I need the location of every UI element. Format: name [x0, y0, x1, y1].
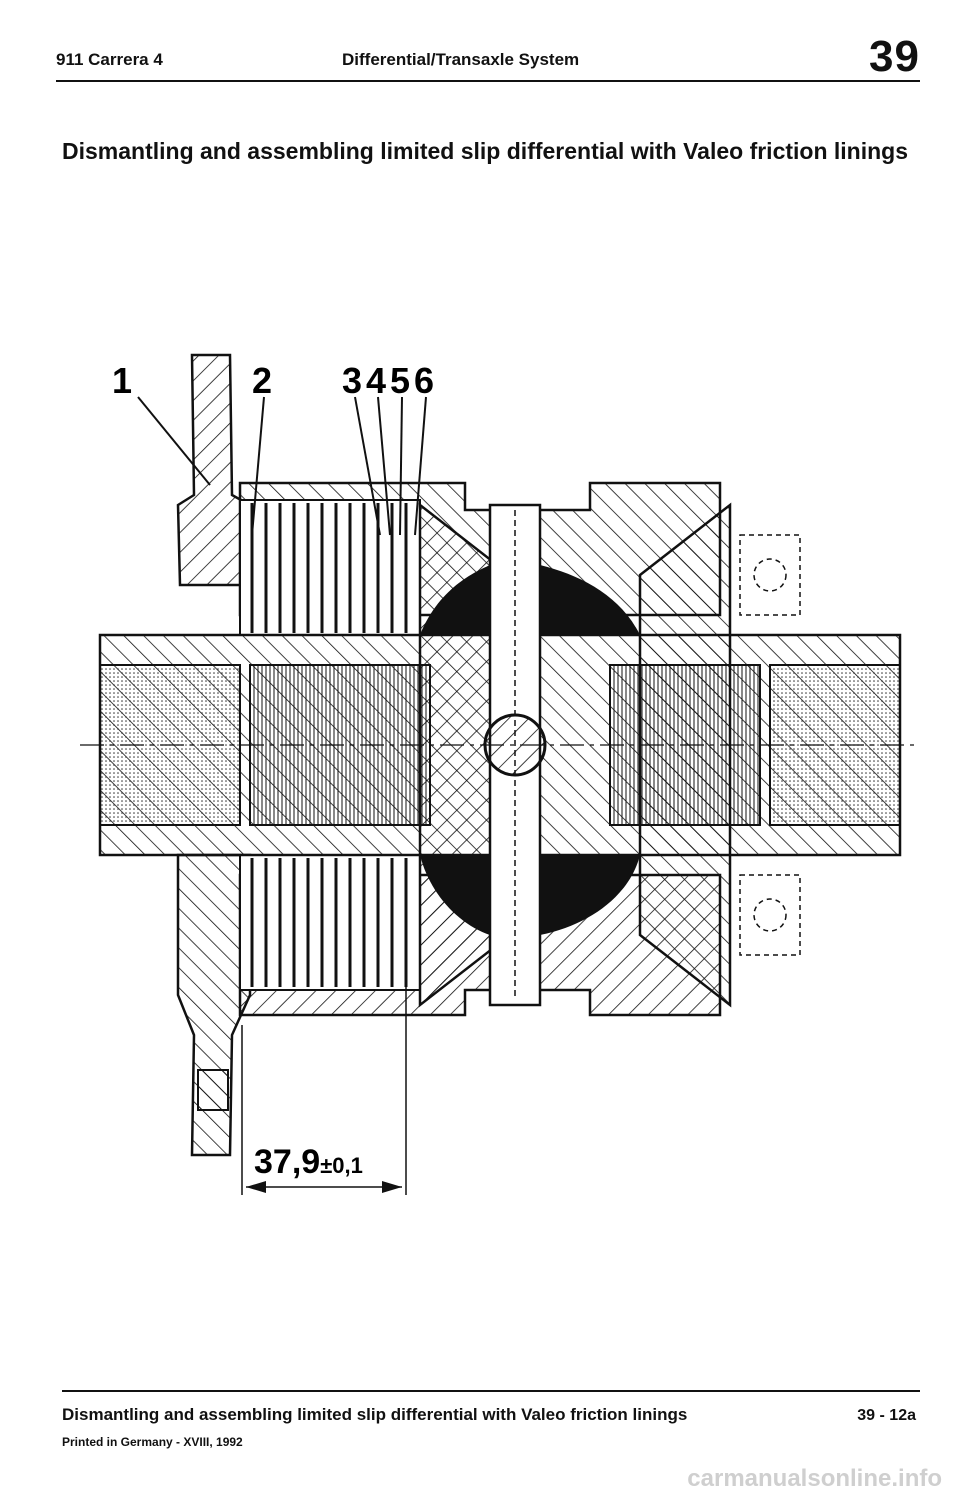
bearing-outline-lower — [739, 874, 801, 956]
footer-divider — [62, 1390, 920, 1392]
callout-1: 1 — [112, 360, 132, 401]
header-section-title: Differential/Transaxle System — [342, 50, 580, 69]
clutch-pack-lower — [239, 854, 421, 991]
page-title: Dismantling and assembling limited slip … — [62, 138, 909, 164]
header-bar: 911 Carrera 4 Differential/Transaxle Sys… — [56, 32, 920, 81]
dimension-value: 37,9±0,1 — [254, 1143, 363, 1181]
housing-fill-upper-left — [420, 565, 490, 635]
header-section-number: 39 — [869, 32, 920, 81]
print-info: Printed in Germany - XVIII, 1992 — [62, 1435, 243, 1449]
dimension-annotation: 37,9±0,1 — [241, 985, 407, 1195]
housing-fill-upper-right — [540, 565, 640, 635]
housing-fill-lower-right — [540, 855, 640, 935]
callout-6: 6 — [414, 360, 434, 401]
bearing-outline-upper — [739, 534, 801, 616]
differential-cross-section-figure: 1 2 3 4 5 6 37,9±0,1 — [80, 335, 920, 1205]
footer-title: Dismantling and assembling limited slip … — [62, 1405, 688, 1424]
callout-4: 4 — [366, 360, 386, 401]
callout-leaders — [137, 396, 427, 536]
clutch-pack-upper — [239, 499, 421, 636]
differential-drawing: 1 2 3 4 5 6 37,9±0,1 — [80, 353, 920, 1195]
callout-5: 5 — [390, 360, 410, 401]
watermark: carmanualsonline.info — [687, 1465, 942, 1492]
callout-2: 2 — [252, 360, 272, 401]
page-number: 39 - 12a — [857, 1407, 916, 1424]
housing-fill-lower-left — [420, 855, 490, 935]
bolt — [197, 1069, 229, 1111]
header-divider — [56, 80, 920, 82]
header-model: 911 Carrera 4 — [56, 50, 163, 69]
callout-3: 3 — [342, 360, 362, 401]
